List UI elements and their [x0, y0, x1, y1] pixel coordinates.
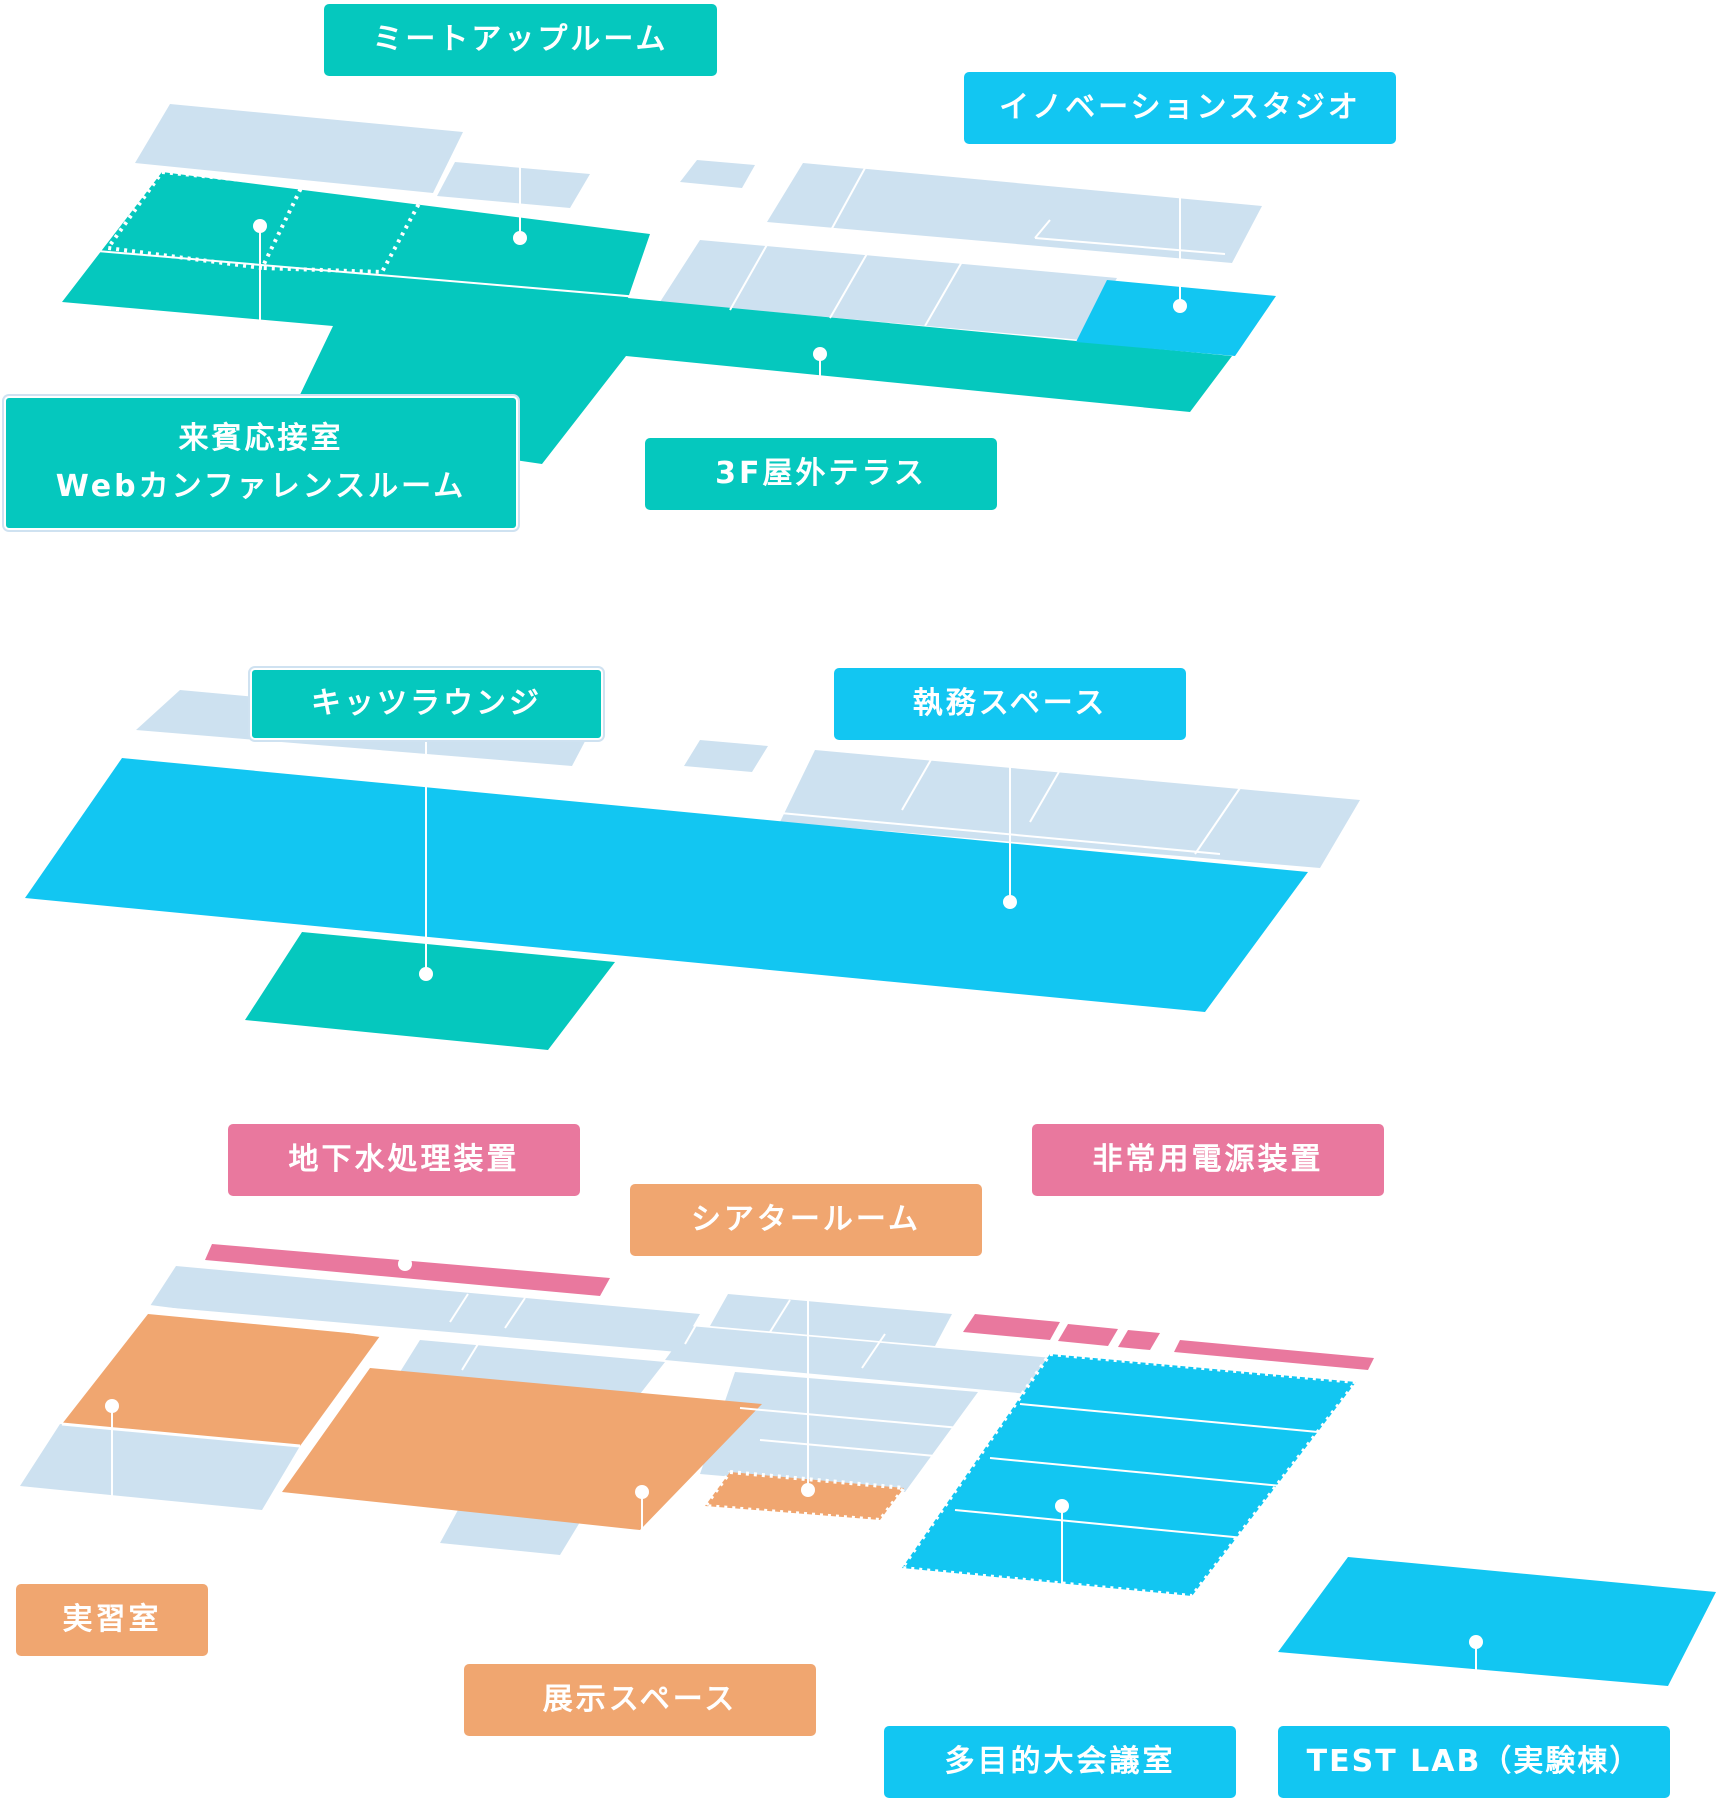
label-kids-lounge: キッツラウンジ [250, 668, 603, 740]
area-emergency-power [1118, 1330, 1160, 1350]
divider [729, 242, 769, 311]
room [135, 104, 463, 193]
area-emergency-power [1058, 1324, 1118, 1346]
area-office-space [25, 758, 1308, 1012]
area-exhibition-space [282, 1368, 762, 1530]
room [684, 740, 768, 772]
divider [924, 259, 964, 327]
dotted-boundary-reception [104, 170, 306, 271]
label-innovation-studio: イノベーションスタジオ [964, 72, 1396, 144]
label-test-lab: TEST LAB（実験棟） [1278, 1726, 1670, 1798]
label-theater-room: シアタールーム [630, 1184, 982, 1256]
divider [829, 251, 869, 319]
label-3f-terrace: 3F屋外テラス [645, 438, 997, 510]
label-reception-web-conference: 来賓応接室 Webカンファレンスルーム [4, 396, 518, 530]
divider [1034, 219, 1051, 239]
room [400, 1340, 665, 1394]
dotted-boundary-multipurpose [898, 1352, 1360, 1599]
leader-dot [1469, 1635, 1483, 1649]
label-meetup-room: ミートアップルーム [324, 4, 717, 76]
leader-dot [419, 967, 433, 981]
divider [684, 1317, 701, 1345]
divider [989, 1457, 1283, 1487]
divider [861, 1333, 886, 1369]
divider [504, 1297, 526, 1329]
room [440, 1510, 580, 1555]
leader-dot [801, 1483, 815, 1497]
label-line: 来賓応接室 [178, 421, 344, 456]
divider [61, 247, 651, 299]
area-emergency-power [963, 1314, 1060, 1340]
area-multipurpose-hall [902, 1354, 1356, 1596]
divider [1019, 1403, 1319, 1433]
room [767, 163, 1262, 263]
divider [449, 1293, 469, 1323]
area-emergency-power [1174, 1340, 1374, 1370]
room [700, 1372, 978, 1492]
room [437, 162, 590, 208]
room [710, 1294, 952, 1346]
leader-dot [105, 1399, 119, 1413]
area-kids-lounge [245, 932, 615, 1050]
divider [461, 1343, 479, 1371]
label-groundwater-treatment: 地下水処理装置 [228, 1124, 580, 1196]
room [780, 750, 1360, 868]
label-training-room: 実習室 [16, 1584, 208, 1656]
room [680, 160, 755, 188]
room [20, 1424, 300, 1510]
divider [149, 1305, 381, 1337]
leader-dot [513, 231, 527, 245]
leader-dot [398, 1257, 412, 1271]
floor-3f [61, 72, 1276, 464]
divider [769, 1299, 791, 1333]
room [660, 240, 1117, 340]
divider [739, 1407, 961, 1429]
label-exhibition-space: 展示スペース [464, 1664, 816, 1736]
label-emergency-power: 非常用電源装置 [1032, 1124, 1384, 1196]
divider [1194, 787, 1241, 855]
leader-dot [1055, 1499, 1069, 1513]
area-3f-terrace [62, 172, 1232, 464]
leader-dot [813, 347, 827, 361]
leader-dot [1003, 895, 1017, 909]
room [665, 1326, 1075, 1396]
leader-dot [1173, 299, 1187, 313]
divider [829, 167, 866, 233]
divider [135, 751, 581, 796]
divider [901, 757, 933, 811]
floor-1f [20, 1196, 1716, 1686]
floor-2f [25, 690, 1360, 1050]
label-office-space: 執務スペース [834, 668, 1186, 740]
area-innovation-studio [1076, 280, 1276, 356]
area-training-room [62, 1314, 380, 1446]
room [150, 1266, 700, 1352]
label-line: Webカンファレンスルーム [55, 469, 467, 504]
divider [1034, 237, 1226, 255]
area-test-lab [1278, 1557, 1716, 1686]
divider [1029, 769, 1061, 823]
divider [759, 1439, 936, 1457]
label-multipurpose-hall: 多目的大会議室 [884, 1726, 1236, 1798]
divider [61, 1422, 301, 1448]
divider [619, 797, 1221, 855]
leader-dot [253, 219, 267, 233]
leader-dot [635, 1485, 649, 1499]
divider [954, 1509, 1245, 1539]
